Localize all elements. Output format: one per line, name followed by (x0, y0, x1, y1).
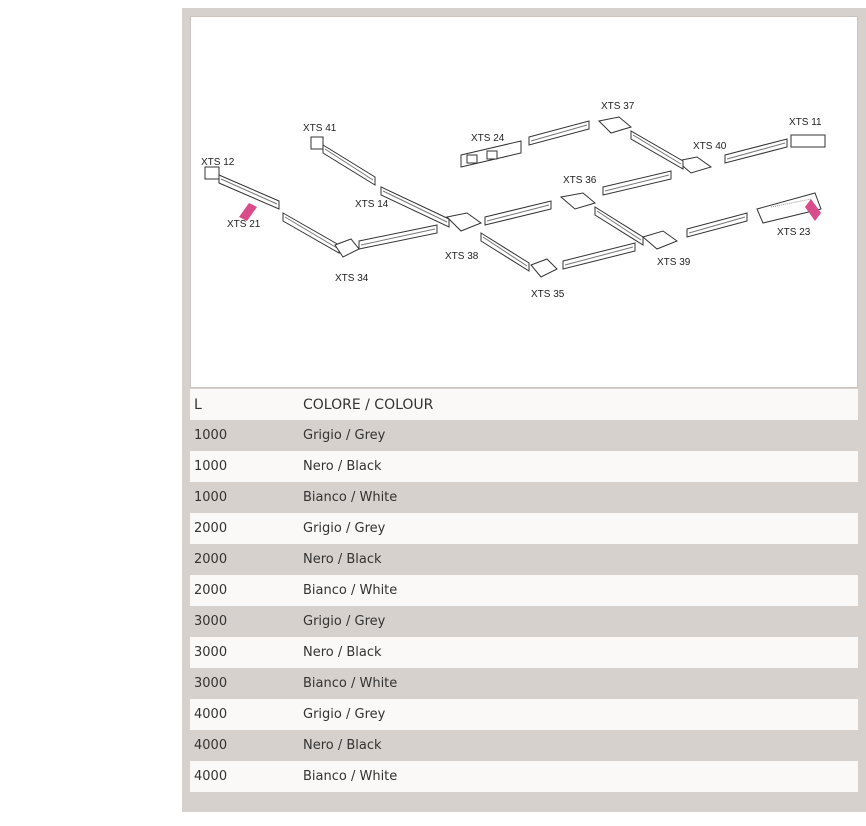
label-xts34: XTS 34 (335, 273, 369, 284)
cell-length: 2000 (194, 521, 228, 536)
label-xts38: XTS 38 (445, 251, 479, 262)
table-row: 1000 Bianco / White (190, 482, 858, 513)
cell-colour: Bianco / White (303, 676, 398, 691)
table-row: 2000 Bianco / White (190, 575, 858, 606)
rail-segment (594, 206, 644, 246)
cell-length: 2000 (194, 583, 228, 598)
end-cap-xts11 (790, 134, 826, 148)
label-xts40: XTS 40 (693, 141, 727, 152)
label-xts36: XTS 36 (563, 175, 597, 186)
label-xts23: XTS 23 (777, 227, 811, 238)
cell-colour: Grigio / Grey (303, 428, 386, 443)
cell-colour: Grigio / Grey (303, 521, 386, 536)
table-row: 3000 Grigio / Grey (190, 606, 858, 637)
cell-length: 1000 (194, 490, 228, 505)
table-row: 1000 Grigio / Grey (190, 420, 858, 451)
cell-colour: Nero / Black (303, 738, 382, 753)
table-row: 1000 Nero / Black (190, 451, 858, 482)
table-row: 2000 Grigio / Grey (190, 513, 858, 544)
label-xts14: XTS 14 (355, 199, 389, 210)
rail-segment (358, 224, 438, 250)
label-xts41: XTS 41 (303, 123, 337, 134)
table-row: 4000 Bianco / White (190, 761, 858, 792)
rail-segment (602, 170, 672, 196)
cell-length: 1000 (194, 459, 228, 474)
cell-length: 3000 (194, 614, 228, 629)
cell-colour: Bianco / White (303, 583, 398, 598)
rail-segment (480, 232, 530, 272)
rail-segment (282, 212, 340, 254)
end-feed-xts24 (460, 140, 522, 168)
cell-colour: Nero / Black (303, 552, 382, 567)
specs-table: L COLORE / COLOUR 1000 Grigio / Grey 100… (190, 389, 858, 792)
label-xts12: XTS 12 (201, 157, 235, 168)
table-row: 4000 Grigio / Grey (190, 699, 858, 730)
connector-xts39 (641, 230, 679, 250)
cell-length: 4000 (194, 769, 228, 784)
label-xts11: XTS 11 (789, 117, 822, 128)
rail-segment (204, 166, 280, 210)
cell-colour: Bianco / White (303, 769, 398, 784)
rail-segment (310, 136, 376, 186)
marker-xts21 (239, 203, 257, 221)
connector-xts38 (445, 212, 483, 232)
cell-colour: Nero / Black (303, 459, 382, 474)
cell-colour: Bianco / White (303, 490, 398, 505)
rail-segment (484, 200, 552, 226)
cell-length: 2000 (194, 552, 228, 567)
rail-segment (380, 186, 450, 228)
table-row: 3000 Nero / Black (190, 637, 858, 668)
cell-colour: Grigio / Grey (303, 707, 386, 722)
feed-xts23 (756, 192, 822, 224)
rail-segment (630, 130, 684, 170)
cell-length: 1000 (194, 428, 228, 443)
rail-segment (724, 138, 788, 164)
cell-length: 3000 (194, 645, 228, 660)
header-length: L (194, 396, 202, 413)
rail-segment (686, 212, 748, 238)
cell-colour: Nero / Black (303, 645, 382, 660)
track-diagram-svg: XTS 12 XTS 21 XTS 41 XTS 14 XTS 34 XTS 3… (201, 101, 826, 300)
connector-xts35 (530, 258, 558, 278)
connector-xts37 (597, 116, 633, 134)
cell-length: 4000 (194, 738, 228, 753)
product-panel: XTS 12 XTS 21 XTS 41 XTS 14 XTS 34 XTS 3… (182, 8, 866, 812)
label-xts35: XTS 35 (531, 289, 565, 300)
connector-xts36 (559, 192, 597, 210)
track-system-diagram: XTS 12 XTS 21 XTS 41 XTS 14 XTS 34 XTS 3… (190, 16, 858, 388)
table-row: 2000 Nero / Black (190, 544, 858, 575)
table-row: 3000 Bianco / White (190, 668, 858, 699)
marker-xts23 (805, 199, 821, 221)
rail-segment (528, 120, 590, 146)
table-row: 4000 Nero / Black (190, 730, 858, 761)
label-xts24: XTS 24 (471, 133, 505, 144)
connector-xts40 (675, 156, 713, 174)
label-xts37: XTS 37 (601, 101, 635, 112)
header-colour: COLORE / COLOUR (303, 396, 434, 413)
label-xts21: XTS 21 (227, 219, 261, 230)
cell-length: 3000 (194, 676, 228, 691)
table-header: L COLORE / COLOUR (190, 389, 858, 420)
connector-xts34 (334, 238, 360, 258)
rail-segment (562, 242, 636, 270)
cell-length: 4000 (194, 707, 228, 722)
label-xts39: XTS 39 (657, 257, 691, 268)
cell-colour: Grigio / Grey (303, 614, 386, 629)
